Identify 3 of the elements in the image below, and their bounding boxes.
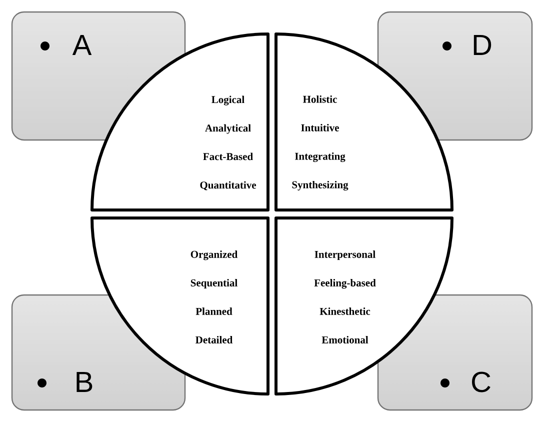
quadrant: Interpersonal Feeling-based Kinesthetic Emotional: [274, 216, 454, 396]
quadrant: Holistic Intuitive Integrating Synthesizing: [274, 32, 454, 212]
quadrant: Logical Analytical Fact-Based Quantitative: [90, 32, 270, 212]
